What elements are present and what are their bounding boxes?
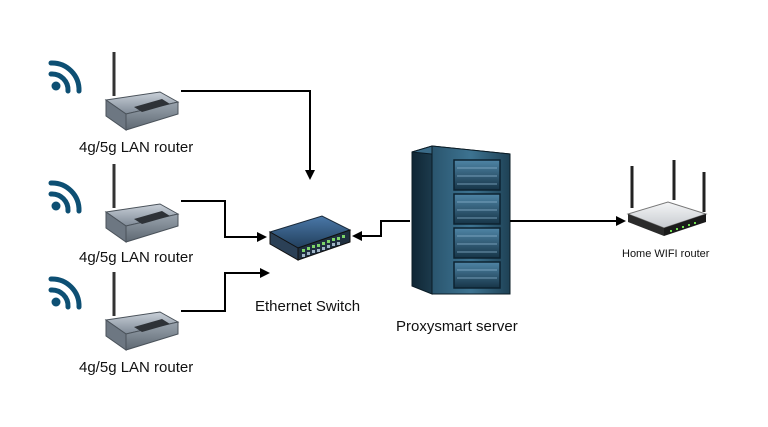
lan-router-icon <box>104 52 180 131</box>
ethernet-switch-icon <box>268 215 352 261</box>
connector-router3-to-switch <box>181 268 270 312</box>
wifi-icon <box>48 60 82 94</box>
home-wifi-router-icon <box>626 160 708 236</box>
connector-server-to-switch <box>352 220 410 241</box>
router-label: 4g/5g LAN router <box>79 359 194 376</box>
wifi-icon <box>48 180 82 214</box>
home-router-label: Home WIFI router <box>622 248 710 260</box>
connector-router1-to-switch <box>181 90 315 180</box>
server-label: Proxysmart server <box>396 318 518 335</box>
wifi-icon <box>48 276 82 310</box>
connector-router2-to-switch <box>181 200 267 242</box>
lan-router-icon <box>104 272 180 351</box>
router-label: 4g/5g LAN router <box>79 139 194 156</box>
switch-label: Ethernet Switch <box>255 298 361 315</box>
server-rack-icon <box>411 145 511 295</box>
lan-router-icon <box>104 164 180 243</box>
router-label: 4g/5g LAN router <box>79 249 194 266</box>
